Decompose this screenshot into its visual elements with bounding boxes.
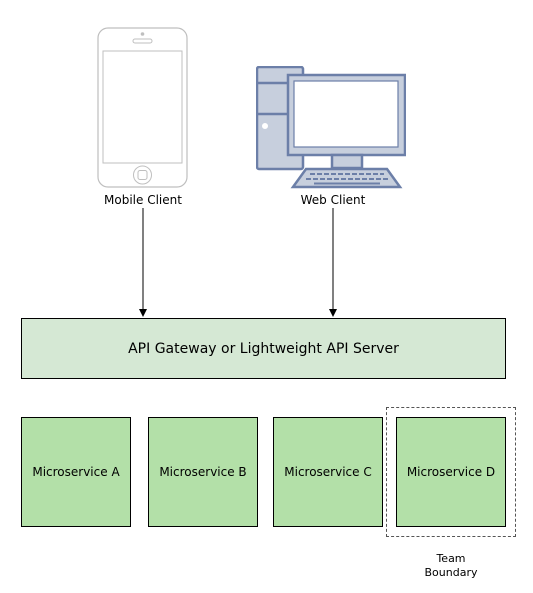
web-client-label: Web Client [300, 193, 366, 207]
desktop-computer-icon [256, 66, 406, 189]
microservice-c-label: Microservice C [284, 465, 372, 479]
api-gateway-label: API Gateway or Lightweight API Server [128, 340, 399, 357]
team-boundary-label-line2: Boundary [424, 566, 478, 579]
team-boundary-label-line1: Team [436, 552, 466, 565]
microservice-a-label: Microservice A [32, 465, 120, 479]
microservice-b-label: Microservice B [159, 465, 247, 479]
microservice-d-box: Microservice D [396, 417, 506, 527]
microservice-a-box: Microservice A [21, 417, 131, 527]
mobile-client-label: Mobile Client [104, 193, 182, 207]
team-boundary-frame [386, 407, 516, 537]
team-boundary-label: Team Boundary [406, 552, 496, 580]
microservice-c-box: Microservice C [273, 417, 383, 527]
api-gateway-box: API Gateway or Lightweight API Server [21, 318, 506, 379]
mobile-phone-icon [97, 27, 188, 188]
microservice-d-label: Microservice D [406, 465, 496, 479]
microservice-b-box: Microservice B [148, 417, 258, 527]
